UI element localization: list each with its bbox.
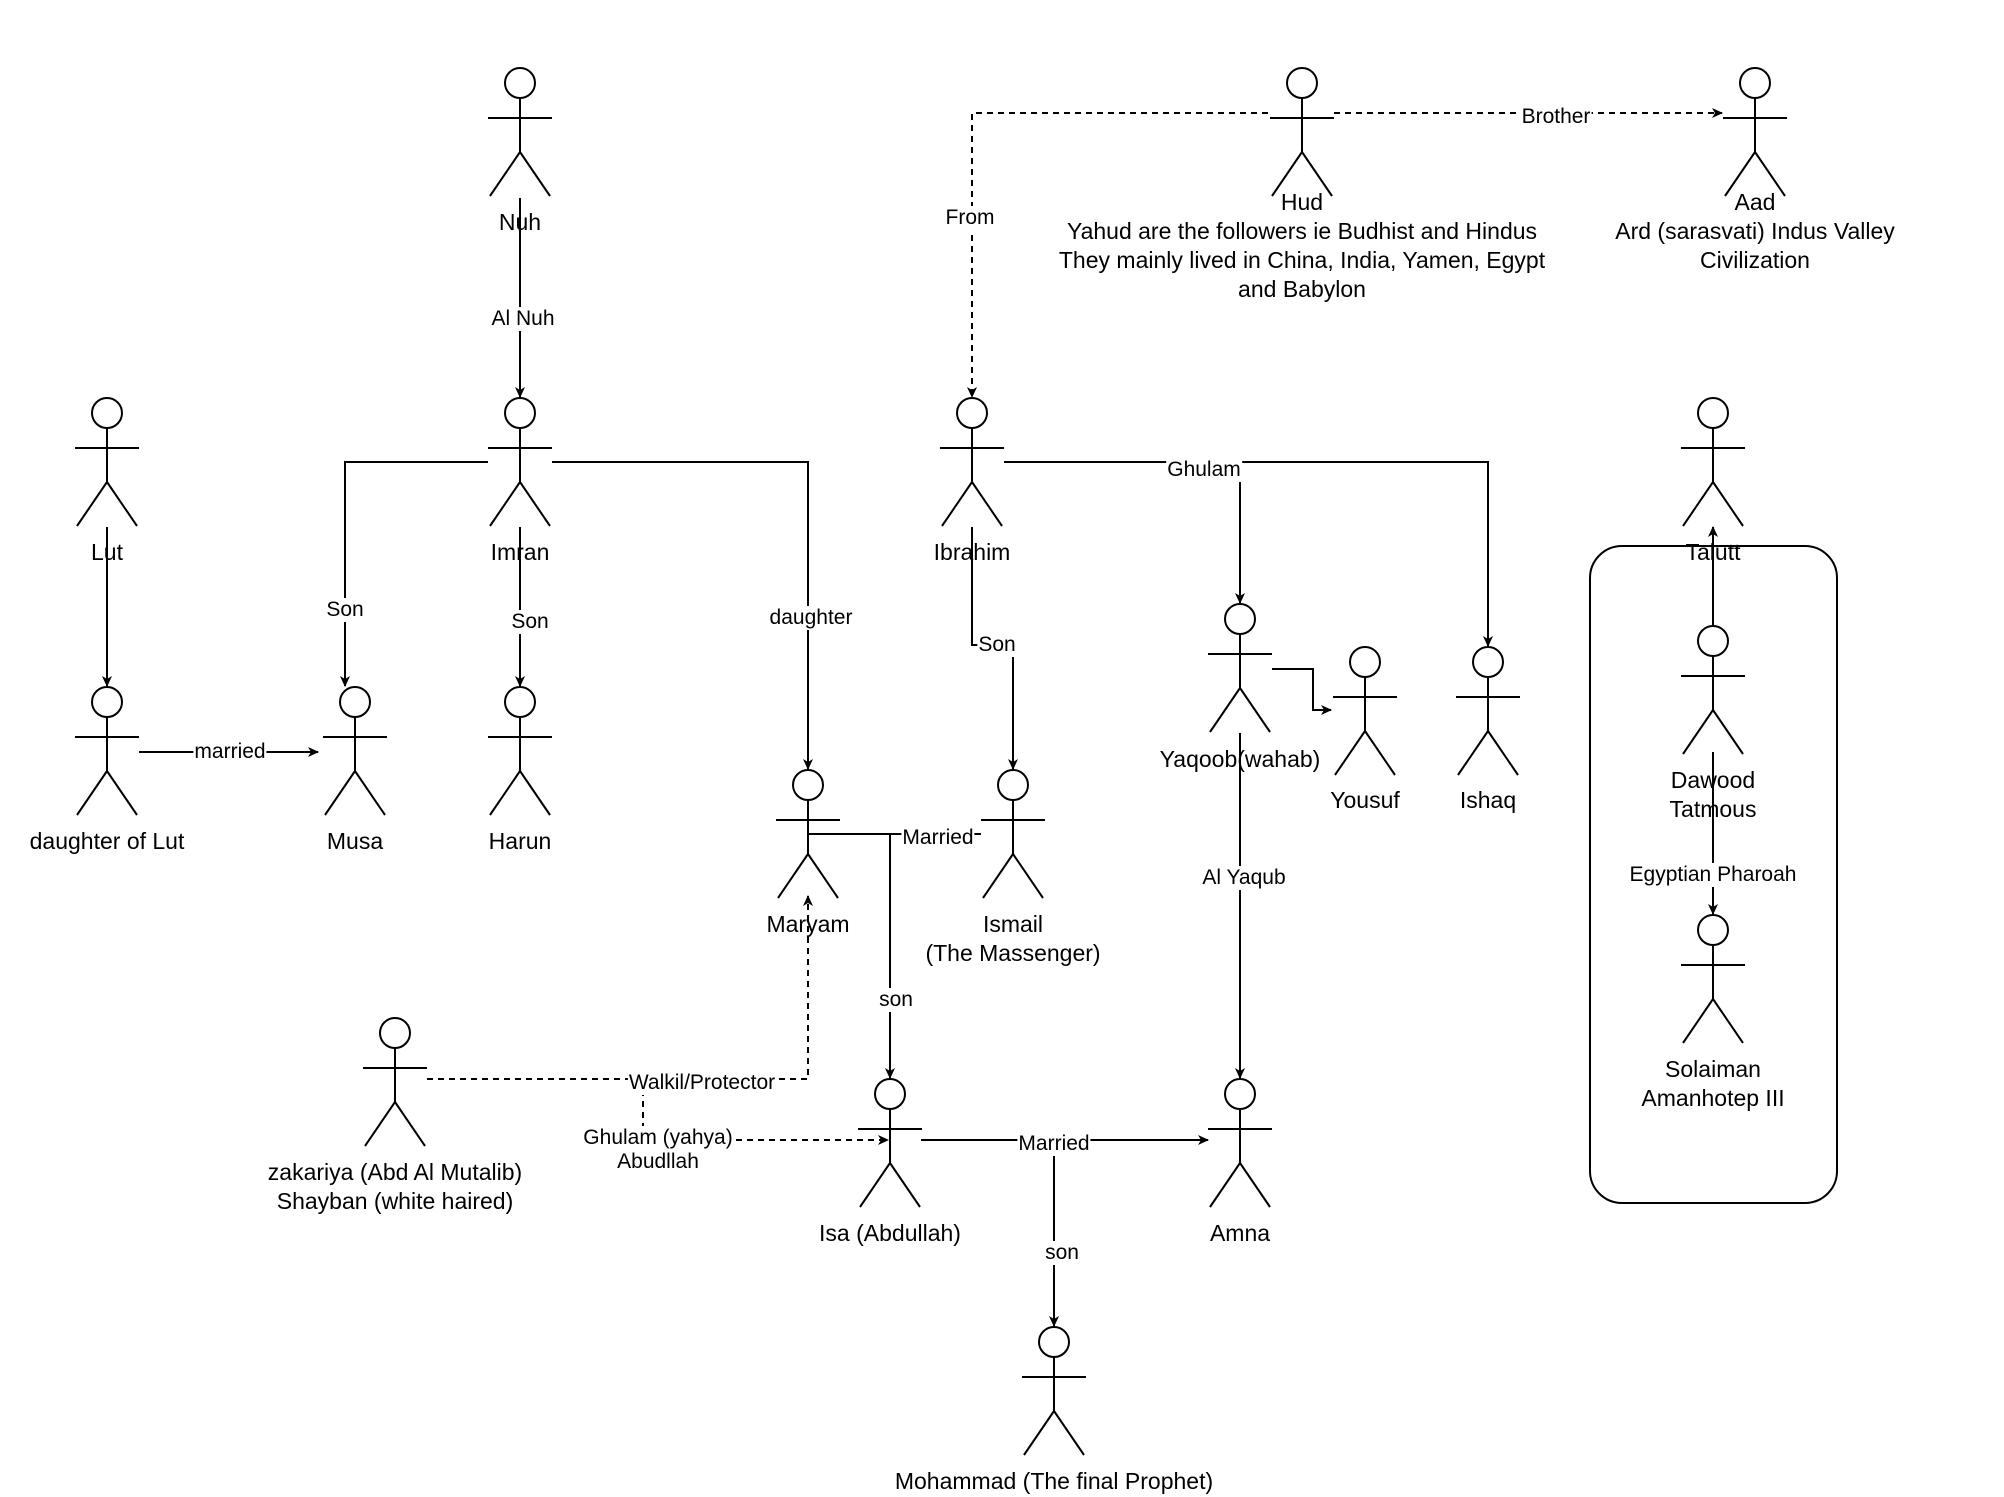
actor-label-isa: Isa (Abdullah) xyxy=(819,1220,961,1246)
edge-label-walkil: Walkil/Protector xyxy=(627,1071,777,1095)
actor-isa xyxy=(858,1078,922,1208)
actor-imran xyxy=(488,397,552,527)
edge-label-imran-musa: Son xyxy=(325,598,365,622)
actor-label-dawood: Dawood Tatmous xyxy=(1669,767,1757,822)
actor-label-nuh: Nuh xyxy=(498,209,542,235)
actor-amna xyxy=(1208,1078,1272,1208)
edge-label-ibrahim-ismail: Son xyxy=(977,633,1017,657)
actor-label-zakariya: zakariya (Abd Al Mutalib) Shayban (white… xyxy=(267,1159,523,1214)
actor-nuh xyxy=(488,67,552,197)
actor-ibrahim xyxy=(940,397,1004,527)
actors xyxy=(75,67,1787,1456)
actor-talutt xyxy=(1681,397,1745,527)
actor-label-amna: Amna xyxy=(1209,1220,1271,1246)
actor-label-maryam: Maryam xyxy=(766,911,850,937)
edge-ibrahim-yaqoob xyxy=(1004,461,1245,604)
actor-label-daughter-of-lut: daughter of Lut xyxy=(29,828,185,854)
actor-yousuf xyxy=(1333,646,1397,776)
edge-ibrahim-ishaq xyxy=(1240,461,1493,647)
actor-ismail xyxy=(981,769,1045,899)
actor-label-yaqoob: Yaqoob(wahab) xyxy=(1159,746,1321,772)
edge-label-al-yaqub: Al Yaqub xyxy=(1201,866,1287,890)
edge-label-imran-harun: Son xyxy=(510,610,550,634)
actor-lut xyxy=(75,397,139,527)
actor-harun xyxy=(488,686,552,816)
actor-solaiman xyxy=(1681,914,1745,1044)
actor-label-imran: Imran xyxy=(490,539,550,565)
edge-label-brother: Brother xyxy=(1520,105,1592,129)
edge-label-son-mohammad: son xyxy=(1044,1241,1080,1265)
actor-yaqoob xyxy=(1208,603,1272,733)
edge-label-daughter: daughter xyxy=(768,606,854,630)
actor-daughter-of-lut xyxy=(75,686,139,816)
actor-label-solaiman: Solaiman Amanhotep III xyxy=(1641,1056,1785,1111)
edge-imran-musa xyxy=(340,461,488,687)
actor-ishaq xyxy=(1456,646,1520,776)
edge-label-ghulam-ibrahim: Ghulam xyxy=(1166,458,1242,482)
edge-yaqoob-yousuf xyxy=(1272,668,1332,715)
edge-label-married-maryam: Married xyxy=(901,826,975,850)
actor-label-harun: Harun xyxy=(488,828,552,854)
edge-label-married-lut: married xyxy=(193,740,267,764)
actor-maryam xyxy=(776,769,840,899)
actor-aad xyxy=(1723,67,1787,197)
actor-label-musa: Musa xyxy=(326,828,384,854)
edge-label-from: From xyxy=(944,206,996,230)
actor-label-hud: Hud Yahud are the followers ie Budhist a… xyxy=(1058,189,1546,302)
actor-dawood xyxy=(1681,625,1745,755)
actor-label-ishaq: Ishaq xyxy=(1459,787,1517,813)
actor-label-talutt: Talutt xyxy=(1685,539,1741,565)
actor-label-lut: Lut xyxy=(91,539,123,565)
edge-label-married-isa: Married xyxy=(1017,1132,1091,1156)
actor-label-ibrahim: Ibrahim xyxy=(933,539,1011,565)
actor-hud xyxy=(1270,67,1334,197)
edge-hud-ibrahim xyxy=(967,112,1268,398)
actor-zakariya xyxy=(363,1017,427,1147)
edge-imran-maryam xyxy=(552,461,813,770)
actor-label-yousuf: Yousuf xyxy=(1330,787,1400,813)
actor-label-ismail: Ismail (The Massenger) xyxy=(925,911,1101,966)
edge-label-son-isa: son xyxy=(878,988,914,1012)
actor-label-aad: Aad Ard (sarasvati) Indus Valley Civiliz… xyxy=(1615,189,1895,273)
actor-mohammad xyxy=(1022,1326,1086,1456)
actor-label-mohammad: Mohammad (The final Prophet) xyxy=(894,1468,1214,1494)
edge-zakariya-maryam xyxy=(427,895,813,1080)
group-container xyxy=(1589,545,1838,1204)
edge-label-al-nuh: Al Nuh xyxy=(490,307,556,331)
actor-musa xyxy=(323,686,387,816)
edge-label-egyptian-pharoah: Egyptian Pharoah xyxy=(1628,863,1798,887)
edge-label-ghulam-yahya: Ghulam (yahya) Abudllah xyxy=(582,1126,734,1174)
